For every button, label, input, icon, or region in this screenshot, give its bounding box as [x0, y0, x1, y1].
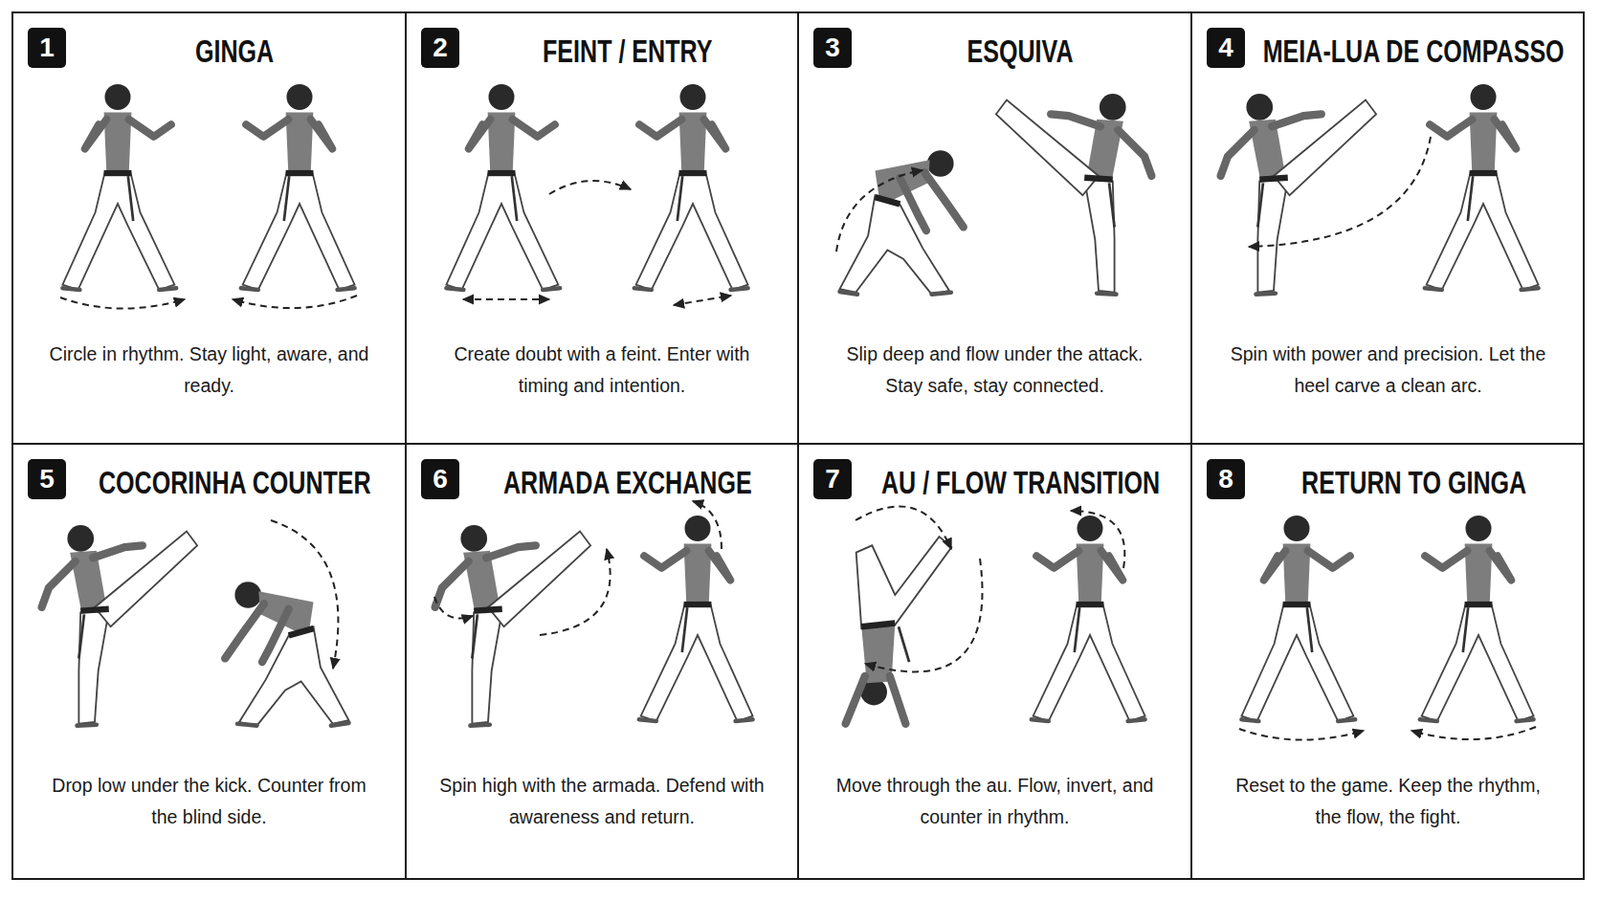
step-caption: Spin with power and precision. Let the h… [1221, 338, 1556, 402]
fighter [1420, 515, 1534, 722]
motion-arrow [232, 295, 357, 309]
au-scene [845, 506, 1146, 724]
step-caption: Reset to the game. Keep the rhythm, the … [1221, 770, 1556, 834]
title-row: GINGA [72, 28, 398, 75]
step-panel: GINGA Circle in rhythm. Stay light, aware… [12, 12, 406, 445]
step-caption: Move through the au. Flow, invert, and c… [827, 770, 1162, 834]
step-number-badge: 3 [813, 27, 852, 68]
fighter [224, 581, 349, 726]
step-number-badge: 5 [27, 459, 67, 500]
step-caption: Drop low under the kick. Counter from th… [42, 770, 377, 834]
step-number-badge: 4 [1206, 27, 1245, 68]
step-panel: FEINT / ENTRY Create doubt with a feint. … [405, 12, 799, 445]
step-title: ARMADA EXCHANGE [503, 465, 753, 502]
return-scene [1239, 515, 1536, 741]
motion-arrow [1070, 511, 1125, 569]
step-number-badge: 8 [1206, 459, 1245, 500]
step-title: FEINT / ENTRY [542, 33, 712, 70]
motion-arrow [855, 506, 952, 550]
title-row: ESQUIVA [858, 28, 1183, 75]
step-panel: AU / FLOW TRANSITION Move through the au.… [798, 444, 1192, 881]
feint-scene [445, 84, 748, 306]
fighter [42, 525, 198, 727]
motion-arrow [1239, 729, 1364, 741]
motion-arrow [692, 501, 722, 550]
step-caption: Create doubt with a feint. Enter with ti… [435, 338, 769, 402]
fighter [639, 515, 754, 722]
title-row: AU / FLOW TRANSITION [858, 460, 1183, 507]
motion-arrow [1248, 136, 1431, 247]
motion-arrow [549, 180, 631, 195]
ginga-scene [60, 84, 357, 310]
step-caption: Slip deep and flow under the attack. Sta… [827, 338, 1162, 402]
step-number: 1 [39, 32, 55, 64]
step-panel: COCORINHA COUNTER Drop low under the kick… [12, 444, 406, 881]
motion-arrow [865, 558, 983, 672]
step-panel: MEIA-LUA DE COMPASSO Spin with power and … [1191, 12, 1585, 445]
step-number-badge: 6 [421, 459, 460, 500]
step-title: GINGA [195, 33, 274, 70]
motion-arrow [673, 295, 732, 306]
step-number-badge: 1 [27, 27, 67, 68]
step-title: RETURN TO GINGA [1301, 465, 1527, 502]
step-title: AU / FLOW TRANSITION [881, 465, 1160, 502]
title-row: FEINT / ENTRY [466, 28, 790, 75]
cocorinha-scene [42, 520, 350, 727]
esquiva-scene [836, 93, 1152, 295]
step-number: 6 [432, 464, 448, 495]
fighter [1031, 515, 1146, 722]
fighter [845, 536, 953, 725]
step-panel: ESQUIVA Slip deep and flow under the atta… [798, 12, 1192, 445]
fighter [62, 84, 177, 290]
step-number: 2 [432, 32, 448, 64]
step-caption: Circle in rhythm. Stay light, aware, and… [42, 338, 377, 402]
step-number: 7 [824, 464, 841, 495]
title-row: COCORINHA COUNTER [72, 460, 398, 507]
step-caption: Spin high with the armada. Defend with a… [435, 770, 769, 834]
step-number: 4 [1218, 32, 1234, 64]
step-panel: ARMADA EXCHANGE Spin high with the armada… [405, 444, 799, 881]
step-number-badge: 7 [813, 459, 852, 500]
fighter [241, 84, 356, 290]
fighter [840, 150, 964, 294]
title-row: RETURN TO GINGA [1251, 460, 1577, 507]
step-title: ESQUIVA [967, 33, 1074, 70]
motion-arrow [270, 520, 338, 669]
step-number: 5 [39, 464, 55, 495]
fighter [634, 84, 749, 290]
meia-lua-scene [1221, 84, 1539, 295]
motion-arrow [539, 549, 611, 636]
step-panel: RETURN TO GINGA Reset to the game. Keep t… [1191, 444, 1585, 881]
title-row: MEIA-LUA DE COMPASSO [1251, 28, 1577, 75]
motion-arrow [1411, 727, 1536, 740]
motion-arrow [463, 298, 550, 301]
step-number: 3 [824, 32, 841, 64]
step-number-badge: 2 [421, 27, 460, 68]
armada-scene [434, 501, 754, 727]
fighter [435, 525, 591, 727]
fighter [445, 84, 560, 290]
motion-arrow [60, 297, 185, 310]
fighter [1221, 93, 1377, 295]
title-row: ARMADA EXCHANGE [466, 460, 790, 507]
step-number: 8 [1218, 464, 1234, 495]
step-title: MEIA-LUA DE COMPASSO [1263, 33, 1565, 70]
fighter [996, 93, 1152, 295]
fighter [1241, 515, 1356, 722]
fighter [1424, 84, 1539, 290]
step-title: COCORINHA COUNTER [98, 465, 372, 502]
motion-arrow [434, 597, 473, 620]
motion-arrow [836, 170, 923, 252]
